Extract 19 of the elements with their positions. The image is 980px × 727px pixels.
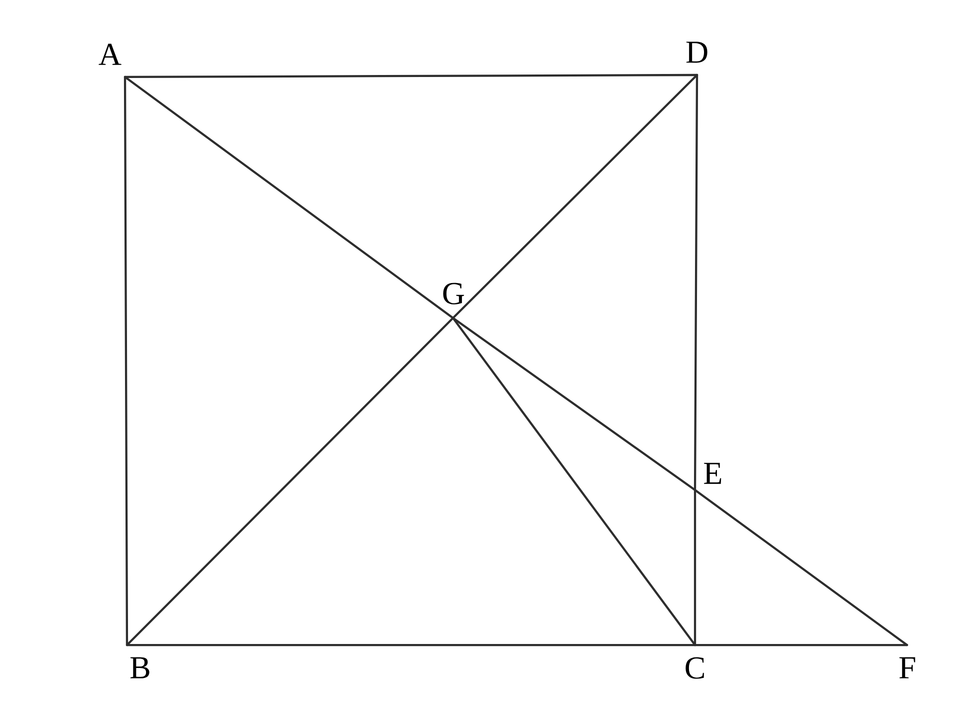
line-segment	[694, 488, 696, 646]
line-segment	[126, 316, 454, 646]
line-segment	[452, 74, 698, 320]
point-label: D	[686, 42, 708, 63]
point-label: A	[98, 44, 122, 65]
line-segment	[126, 644, 696, 646]
line-segment	[452, 316, 696, 646]
line-segment	[694, 644, 908, 646]
point-label: F	[899, 657, 916, 678]
line-segment	[124, 74, 698, 78]
line-segment	[694, 488, 908, 646]
line-segment	[124, 76, 128, 646]
point-label: B	[130, 657, 150, 678]
line-segment	[694, 74, 698, 492]
line-segment	[452, 316, 696, 492]
line-segment	[124, 76, 454, 320]
point-label: G	[443, 282, 464, 304]
point-label: E	[704, 462, 722, 484]
point-label: C	[686, 657, 704, 679]
